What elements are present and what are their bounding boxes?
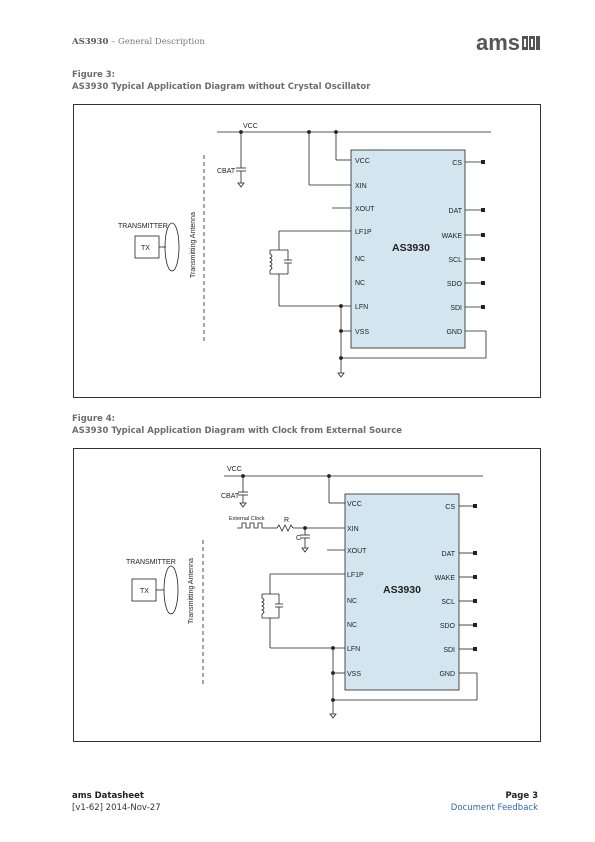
header-product: AS3930: [72, 37, 109, 47]
figure4-label: Figure 4:: [72, 414, 116, 424]
header-separator: –: [108, 37, 119, 47]
footer-page-number: Page 3: [505, 791, 538, 801]
figure3-title: AS3930 Typical Application Diagram witho…: [72, 82, 371, 92]
document-feedback-link[interactable]: Document Feedback: [450, 803, 538, 813]
page-header: AS3930 – General Description: [72, 37, 205, 47]
page-footer-right: Page 3 Document Feedback: [451, 790, 538, 814]
logo-text: ams: [476, 31, 520, 55]
figure4-title: AS3930 Typical Application Diagram with …: [72, 426, 403, 436]
figure3-frame: [73, 104, 541, 398]
footer-version: [v1-62] 2014-Nov-27: [72, 803, 161, 813]
ams-logo: ams: [476, 31, 540, 55]
figure4-frame: [73, 448, 541, 742]
page-footer-left: ams Datasheet [v1-62] 2014-Nov-27: [72, 790, 161, 814]
figure3-label: Figure 3:: [72, 70, 116, 80]
figure4-caption: Figure 4: AS3930 Typical Application Dia…: [72, 413, 402, 437]
figure3-caption: Figure 3: AS3930 Typical Application Dia…: [72, 69, 370, 93]
footer-doc-title: ams Datasheet: [72, 791, 144, 801]
header-section: General Description: [118, 37, 205, 47]
